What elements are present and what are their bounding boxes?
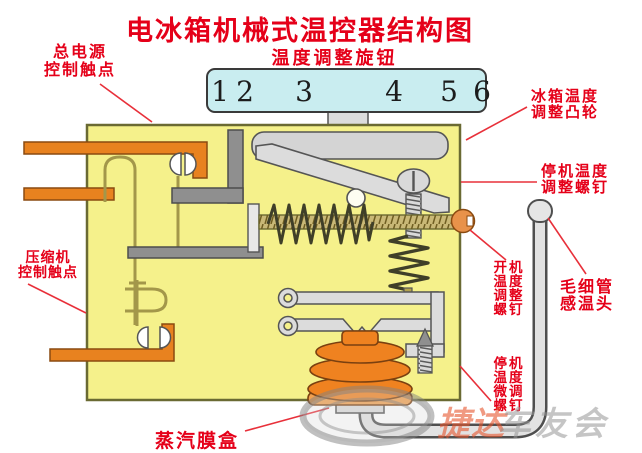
page-title: 电冰箱机械式温控器结构图 <box>126 16 474 46</box>
label-line: 控制触点 <box>18 264 78 280</box>
label-line: 毛细管 <box>559 279 614 296</box>
label-compressor-contact: 压缩机 控制触点 <box>2 250 94 280</box>
frame-bracket <box>127 129 264 259</box>
label-stop-temp-fine-screw: 停机 温度 微调 螺钉 <box>492 357 526 413</box>
label-line: 总电源 <box>52 44 107 61</box>
temperature-dial[interactable]: 1 2 3 4 5 6 <box>206 68 491 113</box>
label-line: 冰箱温度 <box>530 88 599 105</box>
label-line: 调整 <box>493 288 525 303</box>
leader-lines <box>27 83 587 432</box>
label-start-temp-screw: 开机 温度 调整 螺钉 <box>492 261 526 317</box>
power-terminal-bar <box>23 141 208 179</box>
dial-number-2: 2 <box>236 75 254 108</box>
label-line: 螺钉 <box>493 398 525 413</box>
label-line: 压缩机 <box>25 249 71 265</box>
label-line: 温度 <box>493 274 525 289</box>
compressor-terminal-bar <box>49 323 175 362</box>
dial-number-4: 4 <box>385 75 403 108</box>
label-line: 停机温度 <box>540 163 609 180</box>
label-line: 调整凸轮 <box>530 104 599 121</box>
label-line: 感温头 <box>559 296 614 313</box>
label-line: 控制触点 <box>43 62 116 79</box>
middle-terminal-bar <box>23 187 115 201</box>
label-capillary-sensor: 毛细管 感温头 <box>556 279 618 313</box>
capillary-tube <box>358 199 553 439</box>
compressor-contacts <box>136 326 172 349</box>
label-stop-temp-screw: 停机温度 调整螺钉 <box>537 164 613 196</box>
main-power-contacts <box>169 152 197 176</box>
knob-caption: 温度调整旋钮 <box>271 48 398 68</box>
label-line: 开机 <box>493 260 525 275</box>
label-line: 调整螺钉 <box>540 179 609 196</box>
label-vapor-diaphragm-box: 蒸汽膜盒 <box>155 431 240 452</box>
watermark-brand: 捷达 <box>437 405 505 442</box>
dial-number-5: 5 <box>440 75 458 108</box>
label-line: 微调 <box>493 384 525 399</box>
label-fridge-temp-cam: 冰箱温度 调整凸轮 <box>527 89 603 121</box>
dial-number-3: 3 <box>295 75 313 108</box>
label-line: 停机 <box>493 356 525 371</box>
fine-adjust-screw <box>415 327 435 374</box>
label-line: 螺钉 <box>493 302 525 317</box>
label-line: 温度 <box>493 370 525 385</box>
watermark-suffix: 车友会 <box>498 405 609 442</box>
dial-number-1: 1 <box>211 75 229 108</box>
label-main-power-contact: 总电源 控制触点 <box>30 44 130 80</box>
watermark-emblem <box>299 385 435 447</box>
dial-number-6: 6 <box>473 75 491 108</box>
main-lever <box>255 143 450 214</box>
main-spring <box>266 203 375 245</box>
